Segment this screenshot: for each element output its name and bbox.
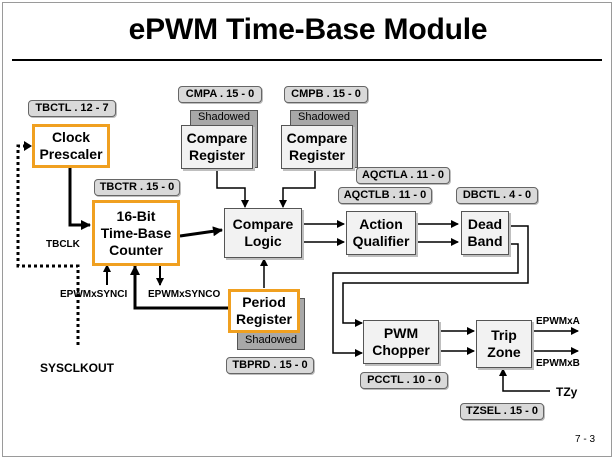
epwmxb-label: EPWMxB bbox=[536, 358, 580, 369]
cmpa-to-logic-wire bbox=[216, 171, 249, 208]
tzy-wire bbox=[499, 368, 550, 392]
synco-label: EPWMxSYNCO bbox=[148, 289, 221, 300]
cmpa-tag: CMPA . 15 - 0 bbox=[178, 86, 262, 103]
sysclkout-label: SYSCLKOUT bbox=[40, 361, 115, 375]
tbclk-label: TBCLK bbox=[46, 239, 80, 250]
aqctlb-tag: AQCTLB . 11 - 0 bbox=[338, 187, 432, 204]
sysclkout-wire bbox=[16, 144, 80, 345]
compare-register-a-block: Compare Register bbox=[181, 125, 253, 169]
tzy-label: TZy bbox=[556, 385, 578, 399]
time-base-counter-block: 16-Bit Time-Base Counter bbox=[92, 200, 180, 266]
clock-prescaler-block: Clock Prescaler bbox=[32, 124, 110, 168]
action-qualifier-block: Action Qualifier bbox=[346, 211, 416, 255]
page-number: 7 - 3 bbox=[575, 434, 596, 445]
period-feedback-wire bbox=[130, 265, 228, 310]
pcctl-tag: PCCTL . 10 - 0 bbox=[360, 372, 448, 389]
aqctla-tag: AQCTLA . 11 - 0 bbox=[356, 167, 450, 184]
tbctl-tag: TBCTL . 12 - 7 bbox=[28, 100, 116, 117]
tbctr-tag: TBCTR . 15 - 0 bbox=[94, 179, 180, 196]
epwmxa-label: EPWMxA bbox=[536, 316, 580, 327]
page-title: ePWM Time-Base Module bbox=[128, 13, 488, 46]
pwm-chopper-block: PWM Chopper bbox=[363, 320, 439, 364]
synci-label: EPWMxSYNCI bbox=[60, 289, 128, 300]
compare-logic-block: Compare Logic bbox=[224, 208, 302, 258]
tzsel-tag: TZSEL . 15 - 0 bbox=[460, 403, 544, 420]
title-divider bbox=[12, 59, 602, 61]
counter-to-logic-wire bbox=[179, 226, 223, 238]
cmpb-tag: CMPB . 15 - 0 bbox=[284, 86, 368, 103]
trip-zone-block: Trip Zone bbox=[476, 320, 532, 368]
cmpb-to-logic-wire bbox=[279, 171, 316, 208]
tbclk-wire bbox=[68, 168, 91, 230]
tbprd-tag: TBPRD . 15 - 0 bbox=[226, 357, 314, 374]
dbctl-tag: DBCTL . 4 - 0 bbox=[456, 187, 538, 204]
compare-register-b-block: Compare Register bbox=[281, 125, 353, 169]
dead-band-block: Dead Band bbox=[461, 211, 509, 255]
period-register-block: Period Register bbox=[228, 289, 300, 333]
